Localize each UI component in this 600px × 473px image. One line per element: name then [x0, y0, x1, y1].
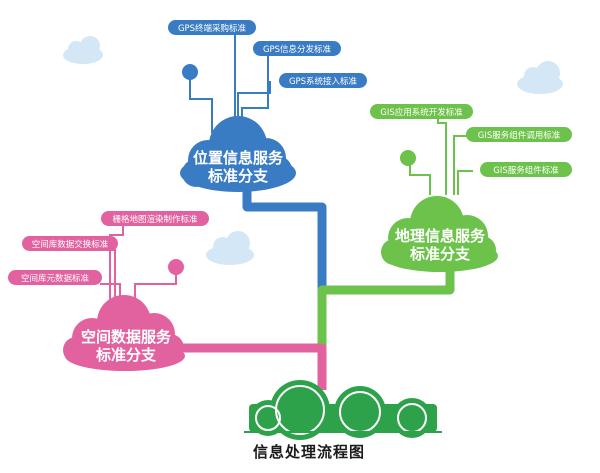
- svg-text:GIS服务组件调用标准: GIS服务组件调用标准: [478, 130, 561, 141]
- spatial-cloud: [63, 295, 185, 371]
- location-tag-2: GPS信息分发标准: [253, 41, 341, 56]
- svg-text:栅格地图渲染制作标准: 栅格地图渲染制作标准: [112, 214, 198, 225]
- svg-text:GPS终端采购标准: GPS终端采购标准: [178, 23, 247, 34]
- location-tag-1: GPS终端采购标准: [168, 20, 256, 35]
- bush: [249, 380, 437, 440]
- diagram-caption: 信息处理流程图: [253, 443, 365, 461]
- spatial-cloud-title-line2: 标准分支: [95, 346, 157, 364]
- location-cloud-title-line2: 标准分支: [207, 167, 269, 185]
- location-branch-dot: [182, 64, 198, 80]
- sky-cloud-top-right: [517, 61, 563, 94]
- spatial-cloud-title-line1: 空间数据服务: [81, 328, 172, 346]
- geo-tag-1: GIS应用系统开发标准: [370, 104, 473, 119]
- svg-text:GPS信息分发标准: GPS信息分发标准: [263, 44, 332, 55]
- svg-text:GPS系统接入标准: GPS系统接入标准: [289, 76, 358, 87]
- sky-cloud-top-left: [63, 36, 103, 64]
- svg-text:GIS应用系统开发标准: GIS应用系统开发标准: [380, 107, 463, 118]
- geo-tag-3: GIS服务组件标准: [480, 162, 572, 177]
- spatial-tag-2: 空间库数据交换标准: [22, 236, 118, 251]
- geo-branch-dot: [400, 150, 416, 166]
- geo-tag-2: GIS服务组件调用标准: [466, 127, 572, 142]
- spatial-branch-dot: [168, 259, 184, 275]
- location-tag-3: GPS系统接入标准: [279, 73, 367, 88]
- svg-text:空间库元数据标准: 空间库元数据标准: [21, 273, 90, 284]
- location-cloud-title-line1: 位置信息服务: [193, 149, 284, 167]
- spatial-tag-3: 空间库元数据标准: [8, 270, 102, 285]
- geo-cloud-title-line2: 标准分支: [409, 245, 471, 263]
- svg-text:空间库数据交换标准: 空间库数据交换标准: [32, 239, 109, 250]
- geo-cloud-title-line1: 地理信息服务: [395, 227, 486, 245]
- sky-cloud-mid: [206, 231, 254, 265]
- spatial-tag-1: 栅格地图渲染制作标准: [101, 211, 209, 226]
- svg-text:GIS服务组件标准: GIS服务组件标准: [493, 165, 559, 176]
- location-cloud: [180, 116, 296, 192]
- geo-cloud: [381, 196, 498, 272]
